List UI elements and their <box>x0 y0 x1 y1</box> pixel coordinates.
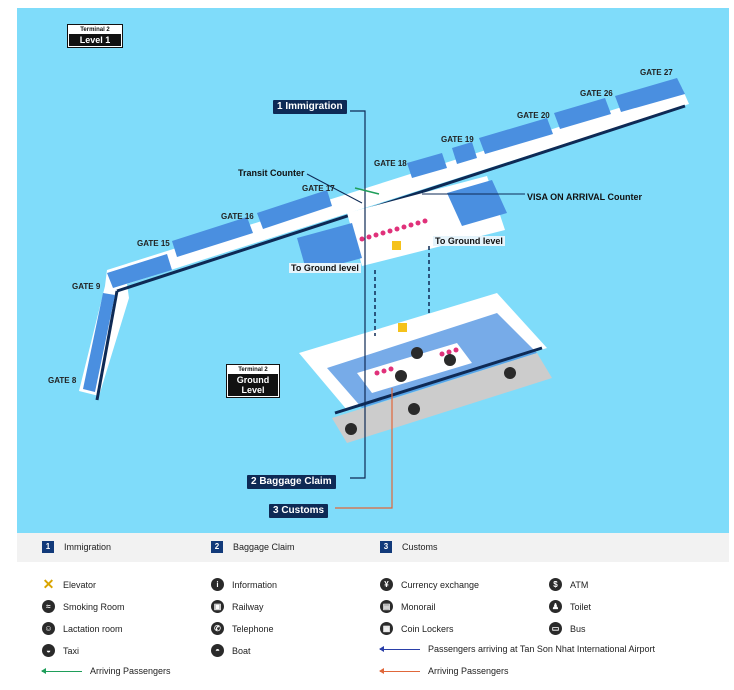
legend-smoking-room: ≈Smoking Room <box>42 600 125 613</box>
legend-railway: ▣Railway <box>211 600 264 613</box>
legend-toilet: ♟Toilet <box>549 600 591 613</box>
bus-icon <box>345 423 357 435</box>
bus-icon <box>504 367 516 379</box>
toilet-icon: ♟ <box>549 600 562 613</box>
boat-icon: ◓ <box>211 644 224 657</box>
customs-tag: 3 Customs <box>269 504 329 518</box>
gate-label: GATE 8 <box>48 376 77 385</box>
gate-label: GATE 9 <box>72 282 101 291</box>
legend-customs: 3 Customs <box>380 541 438 553</box>
information-icon <box>444 354 456 366</box>
level1-label-box: Terminal 2 Level 1 <box>68 25 122 47</box>
airport-map: Terminal 2 Level 1 Terminal 2 Ground Lev… <box>17 8 729 533</box>
legend-atm: $ATM <box>549 578 588 591</box>
railway-icon: ▣ <box>211 600 224 613</box>
legend-taxi: ◒Taxi <box>42 644 79 657</box>
coin-lockers-icon: ▦ <box>380 622 393 635</box>
ground-level-label-box: Terminal 2 Ground Level <box>227 365 279 397</box>
legend-boat: ◓Boat <box>211 644 251 657</box>
telephone-icon: ✆ <box>211 622 224 635</box>
legend-bus: ▭Bus <box>549 622 586 635</box>
legend-monorail: ▤Monorail <box>380 600 436 613</box>
legend-telephone: ✆Telephone <box>211 622 274 635</box>
legend-arriving-passengers-orange: Arriving Passengers <box>379 666 509 676</box>
information-icon <box>395 370 407 382</box>
gate-label: GATE 18 <box>374 159 407 168</box>
elevator-marker <box>392 241 401 250</box>
legend-coin-lockers: ▦Coin Lockers <box>380 622 454 635</box>
map-legend: 1 Immigration 2 Baggage Claim 3 Customs … <box>17 533 729 690</box>
to-ground-level-label: To Ground level <box>433 236 505 246</box>
taxi-icon <box>408 403 420 415</box>
legend-baggage-claim: 2 Baggage Claim <box>211 541 295 553</box>
visa-on-arrival-label: VISA ON ARRIVAL Counter <box>527 192 643 202</box>
baggage-claim-tag: 2 Baggage Claim <box>247 475 336 489</box>
gate-label: GATE 17 <box>302 184 335 193</box>
gate-label: GATE 15 <box>137 239 170 248</box>
gate-label: GATE 26 <box>580 89 613 98</box>
gate-label: GATE 20 <box>517 111 550 120</box>
lactation-room-icon: ☺ <box>42 622 55 635</box>
legend-immigration: 1 Immigration <box>42 541 111 553</box>
arrow-green <box>354 187 380 195</box>
transit-counter-label: Transit Counter <box>238 168 305 178</box>
information-icon: i <box>211 578 224 591</box>
taxi-icon: ◒ <box>42 644 55 657</box>
map-drawing <box>17 8 729 533</box>
gate-label: GATE 19 <box>441 135 474 144</box>
currency-exchange-icon <box>411 347 423 359</box>
orange-arrow-icon <box>379 667 420 674</box>
to-ground-level-label: To Ground level <box>289 263 361 273</box>
gate-label: GATE 27 <box>640 68 673 77</box>
gate-block <box>615 78 685 112</box>
smoking-room-icon: ≈ <box>42 600 55 613</box>
legend-elevator: ✕Elevator <box>42 576 97 592</box>
gate-label: GATE 16 <box>221 212 254 221</box>
elevator-icon: ✕ <box>42 576 55 592</box>
immigration-tag: 1 Immigration <box>273 100 347 114</box>
monorail-icon: ▤ <box>380 600 393 613</box>
legend-lactation-room: ☺Lactation room <box>42 622 123 635</box>
legend-numbered-row <box>17 533 729 562</box>
bus-icon: ▭ <box>549 622 562 635</box>
immigration-counters <box>359 218 428 242</box>
atm-icon: $ <box>549 578 562 591</box>
green-arrow-icon <box>41 667 82 674</box>
legend-arriving-passengers-green: Arriving Passengers <box>41 666 171 676</box>
currency-exchange-icon: ¥ <box>380 578 393 591</box>
blue-arrow-icon <box>379 645 420 652</box>
legend-passengers-arriving: Passengers arriving at Tan Son Nhat Inte… <box>379 644 655 654</box>
road <box>332 353 552 443</box>
legend-currency-exchange: ¥Currency exchange <box>380 578 479 591</box>
